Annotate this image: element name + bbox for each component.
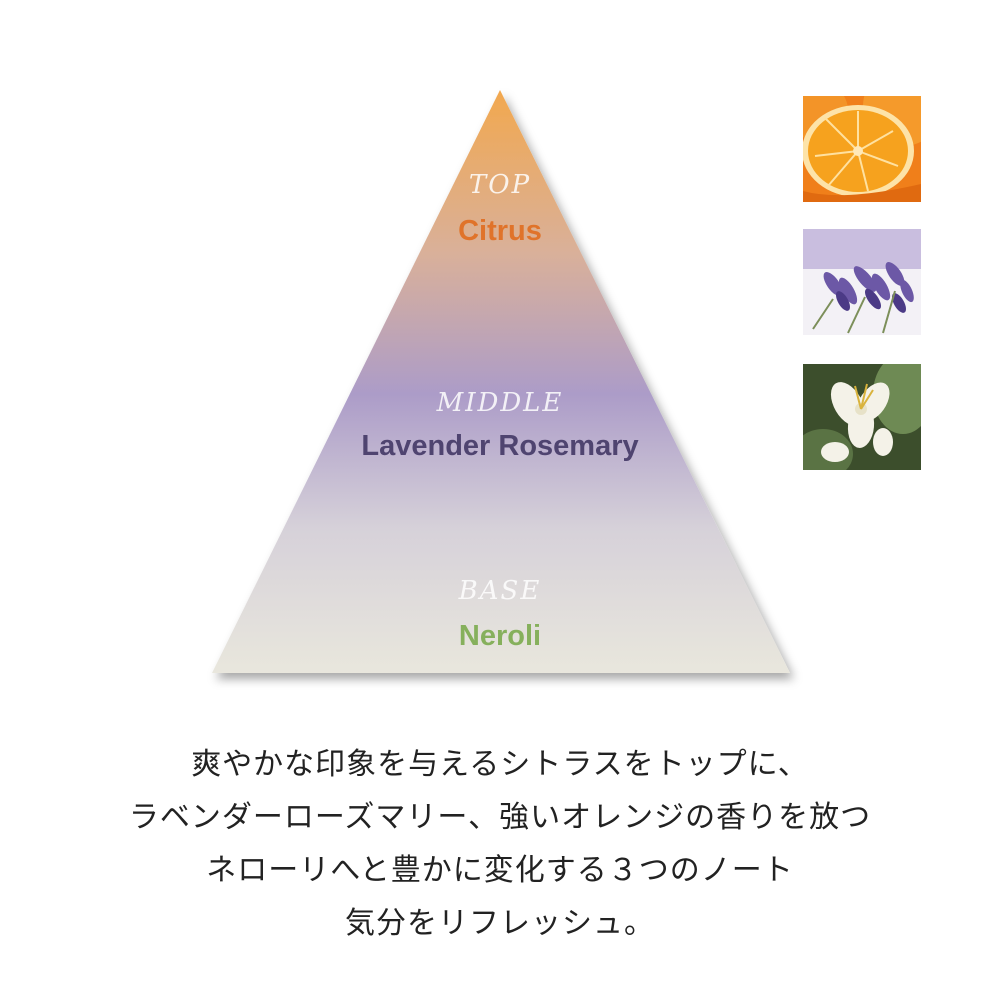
pyramid-triangle bbox=[212, 90, 790, 673]
caption-line: 気分をリフレッシュ。 bbox=[345, 906, 655, 941]
base-tier-label: BASE bbox=[458, 576, 542, 606]
caption-line: ラベンダーローズマリー、強いオレンジの香りを放つ bbox=[128, 800, 872, 835]
middle-tier-label: MIDDLE bbox=[436, 388, 564, 418]
description-text: 爽やかな印象を与えるシトラスをトップに、 ラベンダーローズマリー、強いオレンジの… bbox=[80, 738, 920, 950]
top-tier-note: Citrus bbox=[458, 215, 542, 247]
neroli-flower-image bbox=[803, 364, 921, 470]
top-tier-label: TOP bbox=[468, 170, 532, 200]
lavender-image bbox=[803, 229, 921, 335]
pyramid-graphic bbox=[212, 90, 790, 673]
base-tier-note: Neroli bbox=[458, 620, 542, 652]
middle-tier-note: Lavender Rosemary bbox=[361, 430, 639, 462]
orange-image bbox=[803, 96, 921, 202]
caption-line: ネローリへと豊かに変化する３つのノート bbox=[206, 853, 794, 888]
fragrance-pyramid: TOP Citrus MIDDLE Lavender Rosemary BASE… bbox=[212, 90, 790, 673]
caption-line: 爽やかな印象を与えるシトラスをトップに、 bbox=[191, 747, 809, 782]
